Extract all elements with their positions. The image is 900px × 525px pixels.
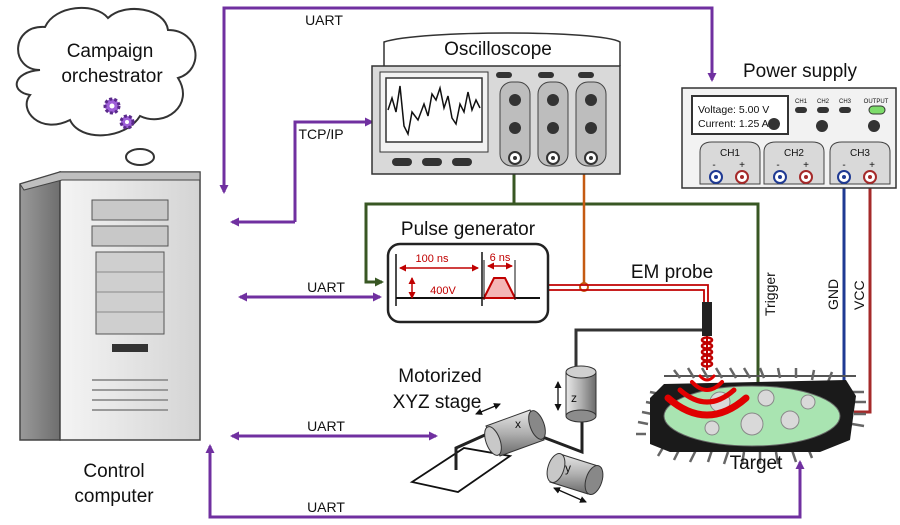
ps-ch2-small: CH2 bbox=[817, 99, 830, 105]
oscilloscope bbox=[371, 32, 621, 175]
target-chip bbox=[636, 367, 866, 465]
ps-ch3: CH3 bbox=[850, 148, 870, 159]
ps-ch1: CH1 bbox=[720, 148, 740, 159]
ps-ch1-plus: + bbox=[739, 160, 745, 171]
vcc-label: VCC bbox=[851, 280, 867, 310]
control-computer-tower bbox=[19, 170, 201, 441]
campaign-label-2: orchestrator bbox=[61, 66, 163, 87]
gear-icon bbox=[103, 97, 135, 130]
pulse-generator: 100 ns 6 ns 400V bbox=[386, 242, 550, 324]
uart-label-top: UART bbox=[305, 12, 343, 28]
y-axis-label: y bbox=[565, 461, 571, 475]
pulse-amplitude-label: 400V bbox=[430, 285, 456, 297]
power-supply: Voltage: 5.00 V Current: 1.25 A CH1 CH2 … bbox=[681, 87, 897, 189]
trigger-line-target bbox=[366, 202, 760, 396]
campaign-label-1: Campaign bbox=[67, 41, 154, 62]
ps-ch1-small: CH1 bbox=[795, 99, 808, 105]
em-wave-icon bbox=[664, 374, 750, 419]
ps-voltage: Voltage: 5.00 V bbox=[698, 104, 769, 116]
uart-label-stage: UART bbox=[307, 418, 345, 434]
chip-pins bbox=[636, 367, 866, 465]
control-computer-label-1: Control bbox=[83, 461, 144, 482]
vcc-line bbox=[854, 176, 872, 414]
power-supply-label: Power supply bbox=[743, 61, 858, 82]
ps-output-label: OUTPUT bbox=[864, 99, 889, 105]
ps-ch2: CH2 bbox=[784, 148, 804, 159]
ps-current: Current: 1.25 A bbox=[698, 118, 769, 130]
pulse-generator-label: Pulse generator bbox=[401, 219, 536, 240]
stage-label-1: Motorized bbox=[398, 366, 481, 387]
campaign-orchestrator-cloud: Campaign orchestrator bbox=[15, 6, 197, 201]
ps-ch3-minus: - bbox=[842, 160, 845, 171]
uart-label-pulse: UART bbox=[307, 279, 345, 295]
ps-ch2-minus: - bbox=[776, 160, 779, 171]
em-probe bbox=[574, 302, 750, 419]
uart-label-bottom: UART bbox=[307, 499, 345, 515]
target-label: Target bbox=[730, 453, 784, 474]
ps-ch3-small: CH3 bbox=[839, 99, 852, 105]
tcpip-label: TCP/IP bbox=[298, 126, 343, 142]
stage-label-2: XYZ stage bbox=[393, 392, 482, 413]
x-axis-label: x bbox=[515, 417, 521, 431]
uart-link-target bbox=[205, 444, 805, 519]
xyz-stage: x z y bbox=[409, 365, 604, 503]
z-axis-label: z bbox=[571, 391, 577, 405]
pulse-cable bbox=[548, 284, 709, 304]
tcpip-link bbox=[230, 117, 374, 227]
pulse-width-label: 100 ns bbox=[415, 253, 449, 265]
control-computer-label-2: computer bbox=[74, 486, 154, 507]
ps-ch2-plus: + bbox=[803, 160, 809, 171]
scope-waveform bbox=[387, 85, 481, 137]
x-motor bbox=[484, 409, 546, 457]
ps-ch3-plus: + bbox=[869, 160, 875, 171]
pulse-rise-label: 6 ns bbox=[490, 252, 511, 264]
uart-link-orchestrator-power bbox=[219, 6, 717, 194]
em-probe-label: EM probe bbox=[631, 262, 713, 283]
y-motor bbox=[546, 453, 604, 495]
z-motor bbox=[565, 365, 597, 423]
trigger-label: Trigger bbox=[762, 272, 778, 316]
ps-ch1-minus: - bbox=[712, 160, 715, 171]
gnd-label: GND bbox=[825, 279, 841, 310]
oscilloscope-label: Oscilloscope bbox=[444, 39, 552, 60]
